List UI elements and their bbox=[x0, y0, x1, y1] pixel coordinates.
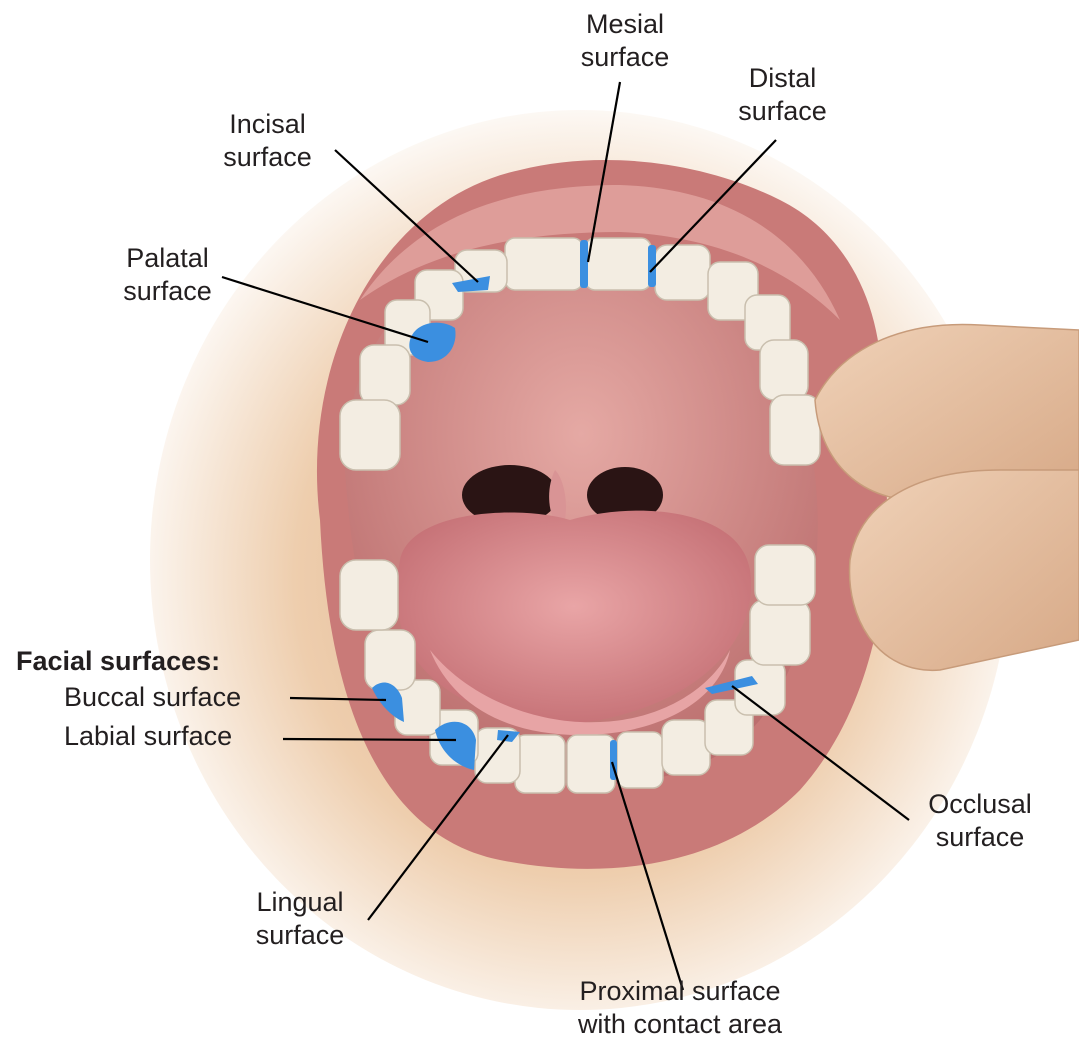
facial-surfaces-heading: Facial surfaces: bbox=[16, 645, 220, 678]
mesial-surface-label: Mesial surface bbox=[565, 8, 685, 74]
label-line: with contact area bbox=[535, 1008, 825, 1041]
label-line: Lingual bbox=[235, 886, 365, 919]
label-line: surface bbox=[235, 919, 365, 952]
label-line: Mesial bbox=[565, 8, 685, 41]
label-line: Distal bbox=[720, 62, 845, 95]
distal-surface-label: Distal surface bbox=[720, 62, 845, 128]
label-line: Incisal bbox=[205, 108, 330, 141]
palatal-surface-label: Palatal surface bbox=[105, 242, 230, 308]
label-line: Occlusal bbox=[900, 788, 1060, 821]
incisal-surface-label: Incisal surface bbox=[205, 108, 330, 174]
lingual-surface-label: Lingual surface bbox=[235, 886, 365, 952]
proximal-surface-label: Proximal surface with contact area bbox=[535, 975, 825, 1041]
label-line: surface bbox=[720, 95, 845, 128]
label-line: surface bbox=[105, 275, 230, 308]
occlusal-surface-label: Occlusal surface bbox=[900, 788, 1060, 854]
label-line: Palatal bbox=[105, 242, 230, 275]
label-line: surface bbox=[900, 821, 1060, 854]
label-line: Proximal surface bbox=[535, 975, 825, 1008]
label-line: surface bbox=[205, 141, 330, 174]
label-line: surface bbox=[565, 41, 685, 74]
buccal-surface-label: Buccal surface bbox=[64, 681, 241, 714]
labial-surface-label: Labial surface bbox=[64, 720, 232, 753]
mesial-surface-highlight bbox=[580, 240, 588, 288]
